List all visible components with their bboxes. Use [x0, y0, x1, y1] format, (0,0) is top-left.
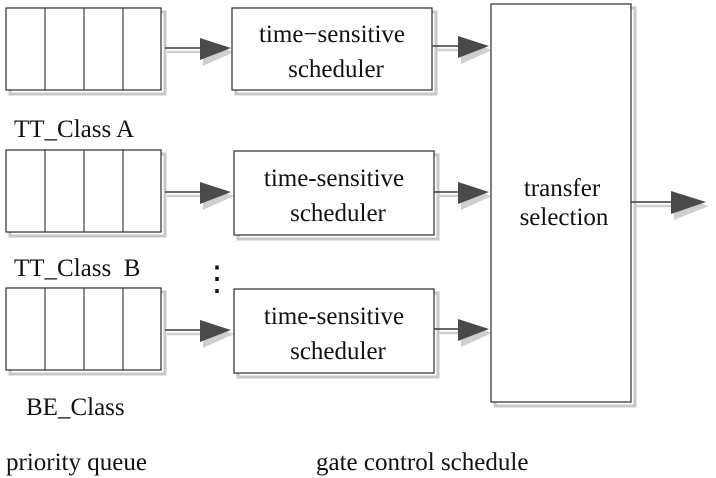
scheduler-box-1: time−sensitive scheduler: [231, 7, 438, 96]
footer-gate-control-schedule: gate control schedule: [316, 449, 528, 476]
transfer-line1: transfer: [524, 175, 601, 202]
scheduler-3-line1: time-sensitive: [264, 303, 404, 330]
transfer-selection-box: transfer selection: [490, 3, 637, 408]
ellipsis-marker: ⋮: [200, 261, 234, 298]
transfer-line2: selection: [520, 204, 609, 231]
arrow-queue-be-to-scheduler: [165, 320, 234, 348]
footer-priority-queue: priority queue: [6, 449, 147, 476]
arrow-output: [631, 191, 709, 220]
queue-label-a: TT_Class A: [14, 116, 134, 143]
scheduler-box-3: time-sensitive scheduler: [233, 288, 440, 379]
scheduler-2-line1: time-sensitive: [264, 165, 404, 192]
priority-queue-a: [5, 7, 167, 96]
scheduler-3-line2: scheduler: [290, 338, 386, 365]
priority-queue-b: [5, 149, 167, 238]
scheduler-box-2: time-sensitive scheduler: [233, 150, 440, 241]
arrow-scheduler-1-to-transfer: [432, 36, 492, 64]
arrow-queue-a-to-scheduler: [165, 38, 234, 66]
scheduler-1-line2: scheduler: [288, 56, 384, 83]
scheduler-2-line2: scheduler: [290, 200, 386, 227]
scheduler-1-line1: time−sensitive: [259, 21, 405, 48]
arrow-queue-b-to-scheduler: [165, 182, 234, 210]
arrow-scheduler-3-to-transfer: [434, 319, 492, 347]
priority-queue-be: [5, 287, 167, 376]
arrow-scheduler-2-to-transfer: [434, 182, 492, 210]
queue-label-be: BE_Class: [26, 394, 125, 421]
queue-label-b: TT_Class B: [14, 255, 140, 282]
